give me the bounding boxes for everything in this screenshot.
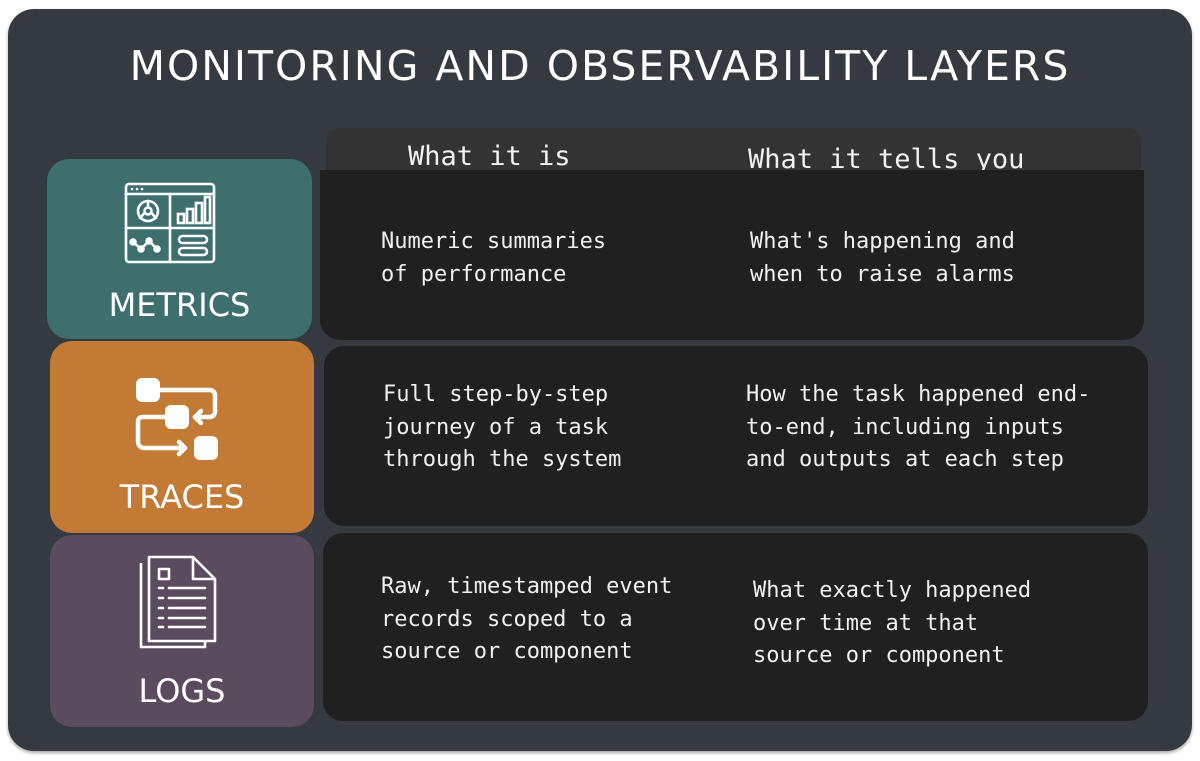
- traces-row-card: [324, 346, 1148, 526]
- text-line: source or component: [381, 639, 633, 664]
- metrics-what-it-is: Numeric summaries of performance: [381, 226, 606, 291]
- text-line: How the task happened end-: [746, 382, 1091, 407]
- text-line: when to raise alarms: [750, 261, 1015, 287]
- text-line: Numeric summaries: [381, 229, 607, 254]
- column-header-what-it-tells-you: What it tells you: [748, 144, 1025, 175]
- traces-label: TRACES: [119, 478, 245, 516]
- text-line: records scoped to a: [381, 606, 633, 632]
- column-header-what-it-is: What it is: [408, 141, 571, 172]
- text-line: through the system: [383, 447, 622, 472]
- workflow-icon: [135, 378, 218, 460]
- text-line: of performance: [381, 261, 567, 287]
- traces-what-it-tells-you: How the task happened end-to-end, includ…: [746, 379, 1090, 477]
- logs-label: LOGS: [138, 672, 226, 710]
- text-line: over time at that: [753, 610, 979, 636]
- metrics-layer-box: METRICS: [47, 159, 312, 339]
- text-line: and outputs at each step: [746, 447, 1064, 472]
- logs-what-it-is: Raw, timestamped event records scoped to …: [381, 571, 672, 669]
- traces-what-it-is: Full step-by-step journey of a task throug…: [383, 379, 621, 477]
- metrics-label: METRICS: [108, 286, 251, 324]
- text-line: What's happening and: [750, 229, 1015, 254]
- text-line: source or component: [753, 643, 1005, 668]
- text-line: Raw, timestamped event: [381, 574, 673, 599]
- text-line: journey of a task: [383, 414, 609, 440]
- logs-row-card: [323, 533, 1148, 721]
- text-line: to-end, including inputs: [746, 414, 1064, 440]
- logs-what-it-tells-you: What exactly happened over time at that so…: [753, 575, 1031, 673]
- document-list-icon: [139, 555, 217, 649]
- diagram-title: MONITORING AND OBSERVABILITY LAYERS: [129, 42, 1071, 90]
- dashboard-icon: [124, 182, 216, 264]
- text-line: What exactly happened: [753, 578, 1032, 603]
- logs-layer-box: LOGS: [50, 535, 314, 727]
- text-line: Full step-by-step: [383, 382, 609, 407]
- metrics-what-it-tells-you: What's happening and when to raise alarms: [750, 226, 1015, 291]
- traces-layer-box: TRACES: [50, 341, 314, 533]
- metrics-row-card: [320, 170, 1144, 340]
